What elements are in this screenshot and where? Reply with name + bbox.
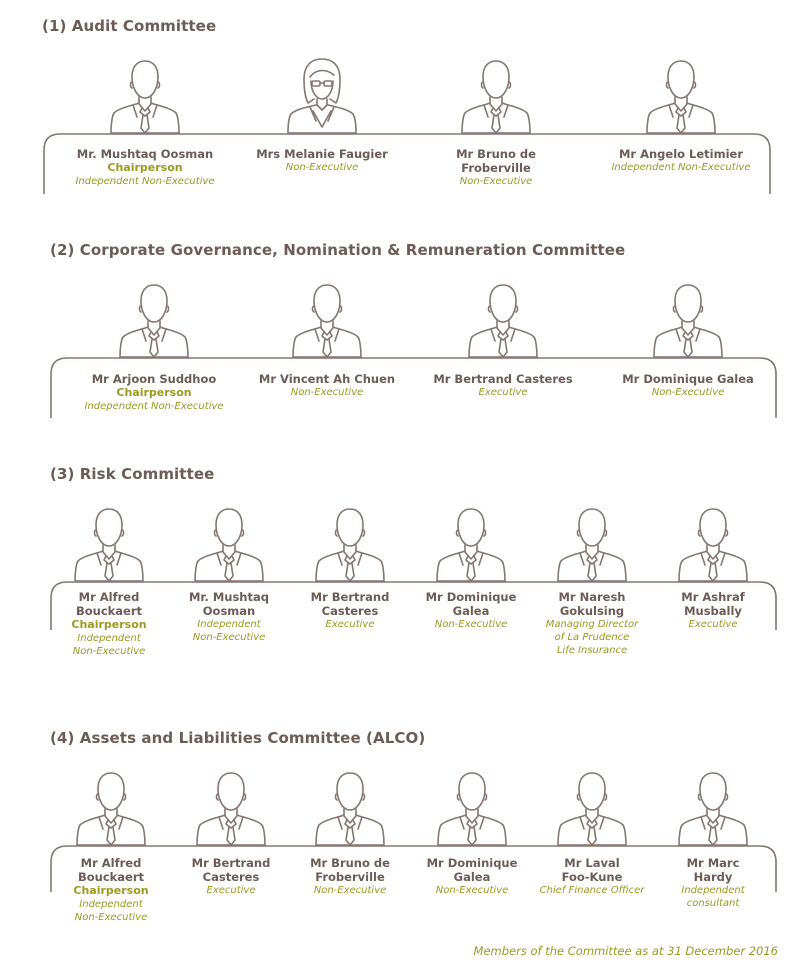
member-description: Non-Executive bbox=[290, 387, 364, 398]
member-name: Mr Alfred Bouckaert bbox=[77, 856, 145, 884]
member-card: Mr. Mushtaq Oosman Independent Non-Execu… bbox=[159, 503, 299, 644]
male-avatar-icon bbox=[645, 55, 717, 135]
member-card: Mr Bertrand Casteres Executive bbox=[280, 503, 420, 631]
member-description: Independent Non-Executive bbox=[192, 619, 266, 643]
footer-note: Members of the Committee as at 31 Decemb… bbox=[473, 944, 778, 958]
male-avatar-icon bbox=[195, 767, 267, 847]
female-avatar-icon bbox=[286, 55, 358, 135]
member-description: Independent Non-Executive bbox=[74, 899, 148, 923]
member-role: Chairperson bbox=[116, 386, 192, 399]
governance-committee: (2) Corporate Governance, Nomination & R… bbox=[0, 224, 808, 424]
member-name: Mr Marc Hardy bbox=[686, 856, 740, 884]
member-card: Mr. Mushtaq Oosman Chairperson Independe… bbox=[75, 55, 215, 188]
male-avatar-icon bbox=[556, 503, 628, 583]
member-card: Mr Dominique Galea Non-Executive bbox=[401, 503, 541, 631]
male-avatar-icon bbox=[677, 767, 749, 847]
member-card: Mr Marc Hardy Independent consultant bbox=[643, 767, 783, 910]
member-description: Independent Non-Executive bbox=[84, 401, 224, 412]
member-description: Non-Executive bbox=[313, 885, 387, 896]
male-avatar-icon bbox=[467, 279, 539, 359]
member-card: Mr Bertrand Casteres Executive bbox=[433, 279, 573, 399]
member-name: Mr Dominique Galea bbox=[622, 372, 754, 386]
member-card: Mr Bruno de Froberville Non-Executive bbox=[280, 767, 420, 897]
member-description: Independent Non-Executive bbox=[72, 633, 146, 657]
member-card: Mr Dominique Galea Non-Executive bbox=[402, 767, 542, 897]
member-role: Chairperson bbox=[73, 884, 149, 897]
committee-title: (2) Corporate Governance, Nomination & R… bbox=[50, 241, 626, 259]
member-description: Non-Executive bbox=[435, 885, 509, 896]
member-card: Mr Vincent Ah Chuen Non-Executive bbox=[257, 279, 397, 399]
member-card: Mr Angelo Letimier Independent Non-Execu… bbox=[611, 55, 751, 174]
committee-title: (3) Risk Committee bbox=[50, 465, 215, 483]
male-avatar-icon bbox=[291, 279, 363, 359]
member-description: Executive bbox=[478, 387, 528, 398]
male-avatar-icon bbox=[677, 503, 749, 583]
member-name: Mr Ashraf Musbally bbox=[681, 590, 745, 618]
member-name: Mr Angelo Letimier bbox=[618, 147, 744, 161]
member-name: Mr. Mushtaq Oosman bbox=[188, 590, 269, 618]
member-name: Mr Bertrand Casteres bbox=[191, 856, 271, 884]
member-name: Mr Bruno de Froberville bbox=[456, 147, 536, 175]
member-description: Independent Non-Executive bbox=[75, 176, 215, 187]
member-card: Mr Bertrand Casteres Executive bbox=[161, 767, 301, 897]
group-bracket bbox=[50, 581, 777, 630]
group-bracket bbox=[50, 845, 777, 892]
member-card: Mr Bruno de Froberville Non-Executive bbox=[426, 55, 566, 188]
group-bracket bbox=[50, 357, 777, 418]
male-avatar-icon bbox=[652, 279, 724, 359]
member-description: Non-Executive bbox=[459, 176, 533, 187]
member-name: Mr Bruno de Froberville bbox=[310, 856, 390, 884]
member-card: Mr Alfred Bouckaert Chairperson Independ… bbox=[41, 767, 181, 924]
male-avatar-icon bbox=[73, 503, 145, 583]
audit-committee: (1) Audit Committee Mr. Mushtaq Oosman C… bbox=[0, 0, 808, 200]
member-card: Mr Arjoon Suddhoo Chairperson Independen… bbox=[84, 279, 224, 413]
member-role: Chairperson bbox=[107, 161, 183, 174]
member-role: Chairperson bbox=[71, 618, 147, 631]
member-description: Non-Executive bbox=[434, 619, 508, 630]
male-avatar-icon bbox=[435, 503, 507, 583]
member-description: Chief Finance Officer bbox=[539, 885, 645, 896]
male-avatar-icon bbox=[314, 767, 386, 847]
male-avatar-icon bbox=[556, 767, 628, 847]
member-name: Mr Vincent Ah Chuen bbox=[258, 372, 396, 386]
member-card: Mr Laval Foo-Kune Chief Finance Officer bbox=[522, 767, 662, 897]
member-name: Mr Bertrand Casteres bbox=[433, 372, 573, 386]
male-avatar-icon bbox=[109, 55, 181, 135]
male-avatar-icon bbox=[436, 767, 508, 847]
committee-title: (4) Assets and Liabilities Committee (AL… bbox=[50, 729, 426, 747]
member-card: Mr Naresh Gokulsing Managing Director of… bbox=[522, 503, 662, 657]
member-name: Mr Dominique Galea bbox=[425, 590, 517, 618]
member-card: Mr Alfred Bouckaert Chairperson Independ… bbox=[39, 503, 179, 658]
male-avatar-icon bbox=[314, 503, 386, 583]
member-name: Mr Laval Foo-Kune bbox=[561, 856, 623, 884]
member-name: Mr. Mushtaq Oosman bbox=[76, 147, 214, 161]
member-card: Mr Dominique Galea Non-Executive bbox=[618, 279, 758, 399]
member-description: Non-Executive bbox=[285, 162, 359, 173]
member-description: Managing Director of La Prudence Life In… bbox=[545, 619, 639, 656]
member-name: Mr Arjoon Suddhoo bbox=[91, 372, 217, 386]
male-avatar-icon bbox=[193, 503, 265, 583]
member-name: Mr Bertrand Casteres bbox=[310, 590, 390, 618]
member-description: Independent consultant bbox=[681, 885, 745, 909]
member-card: Mr Ashraf Musbally Executive bbox=[643, 503, 783, 631]
member-description: Non-Executive bbox=[651, 387, 725, 398]
member-name: Mr Dominique Galea bbox=[426, 856, 518, 884]
committee-title: (1) Audit Committee bbox=[42, 17, 217, 35]
member-description: Executive bbox=[325, 619, 375, 630]
member-name: Mrs Melanie Faugier bbox=[256, 147, 388, 161]
male-avatar-icon bbox=[118, 279, 190, 359]
member-name: Mr Naresh Gokulsing bbox=[558, 590, 626, 618]
member-card: Mrs Melanie Faugier Non-Executive bbox=[252, 55, 392, 174]
member-description: Executive bbox=[688, 619, 738, 630]
member-name: Mr Alfred Bouckaert bbox=[75, 590, 143, 618]
male-avatar-icon bbox=[75, 767, 147, 847]
member-description: Independent Non-Executive bbox=[611, 162, 751, 173]
alco-committee: (4) Assets and Liabilities Committee (AL… bbox=[0, 712, 808, 942]
group-bracket bbox=[43, 133, 771, 194]
member-description: Executive bbox=[206, 885, 256, 896]
male-avatar-icon bbox=[460, 55, 532, 135]
risk-committee: (3) Risk Committee Mr Alfred Bouckaert C… bbox=[0, 448, 808, 678]
